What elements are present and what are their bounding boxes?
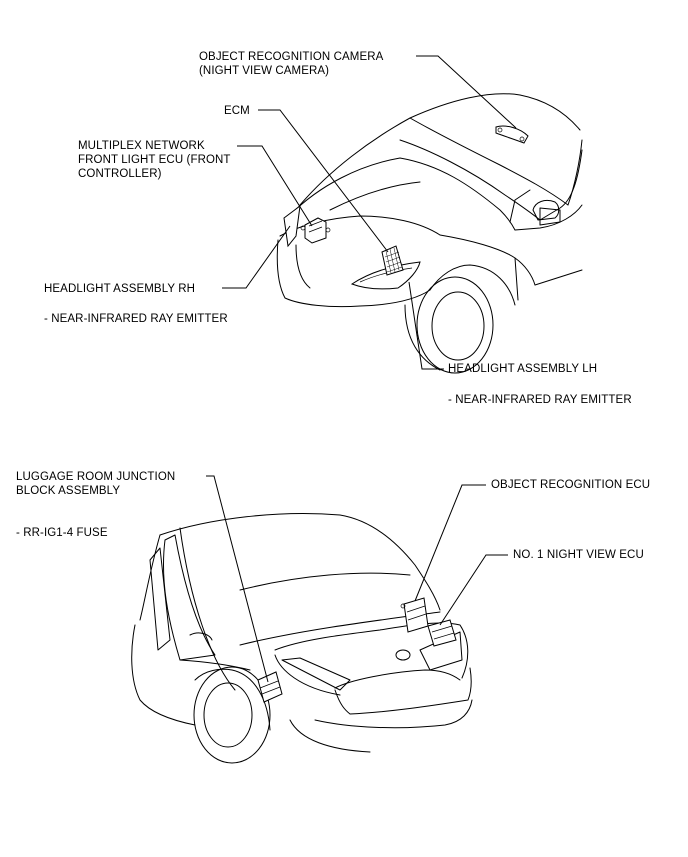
luggage-label-line1: LUGGAGE ROOM JUNCTION bbox=[16, 471, 176, 483]
multiplex-label-line2: FRONT LIGHT ECU (FRONT bbox=[78, 154, 231, 166]
object-ecu-label-line1: OBJECT RECOGNITION ECU bbox=[491, 479, 651, 491]
object-recognition-ecu-label: OBJECT RECOGNITION ECU bbox=[491, 478, 650, 492]
headlight-rh-note-text: - NEAR-INFRARED RAY EMITTER bbox=[44, 313, 228, 325]
camera-label: OBJECT RECOGNITION CAMERA (NIGHT VIEW CA… bbox=[199, 50, 383, 78]
ecm-label: ECM bbox=[224, 104, 250, 118]
night-view-ecu-label: NO. 1 NIGHT VIEW ECU bbox=[513, 548, 644, 562]
headlight-rh-label: HEADLIGHT ASSEMBLY RH bbox=[44, 282, 195, 296]
headlight-lh-label-line1: HEADLIGHT ASSEMBLY LH bbox=[448, 363, 598, 375]
ecm-label-line1: ECM bbox=[224, 105, 250, 117]
headlight-rh-note: - NEAR-INFRARED RAY EMITTER bbox=[44, 312, 228, 326]
camera-label-line1: OBJECT RECOGNITION CAMERA bbox=[199, 51, 384, 63]
rear-car-illustration bbox=[131, 513, 473, 764]
luggage-label-line2: BLOCK ASSEMBLY bbox=[16, 485, 121, 497]
multiplex-label-line3: CONTROLLER) bbox=[78, 168, 162, 180]
luggage-note-text: - RR-IG1-4 FUSE bbox=[16, 527, 108, 539]
multiplex-ecu-label: MULTIPLEX NETWORK FRONT LIGHT ECU (FRONT… bbox=[78, 139, 231, 181]
camera-label-line2: (NIGHT VIEW CAMERA) bbox=[199, 65, 330, 77]
headlight-lh-note-text: - NEAR-INFRARED RAY EMITTER bbox=[448, 394, 632, 406]
luggage-junction-note: - RR-IG1-4 FUSE bbox=[16, 526, 108, 540]
headlight-lh-label: HEADLIGHT ASSEMBLY LH bbox=[448, 362, 597, 376]
leader-lines bbox=[206, 55, 517, 683]
headlight-lh-note: - NEAR-INFRARED RAY EMITTER bbox=[448, 393, 632, 407]
night-view-ecu-label-line1: NO. 1 NIGHT VIEW ECU bbox=[513, 549, 644, 561]
luggage-junction-label: LUGGAGE ROOM JUNCTION BLOCK ASSEMBLY bbox=[16, 470, 175, 498]
front-car-illustration bbox=[276, 93, 583, 374]
headlight-rh-label-line1: HEADLIGHT ASSEMBLY RH bbox=[44, 283, 196, 295]
multiplex-label-line1: MULTIPLEX NETWORK bbox=[78, 140, 205, 152]
